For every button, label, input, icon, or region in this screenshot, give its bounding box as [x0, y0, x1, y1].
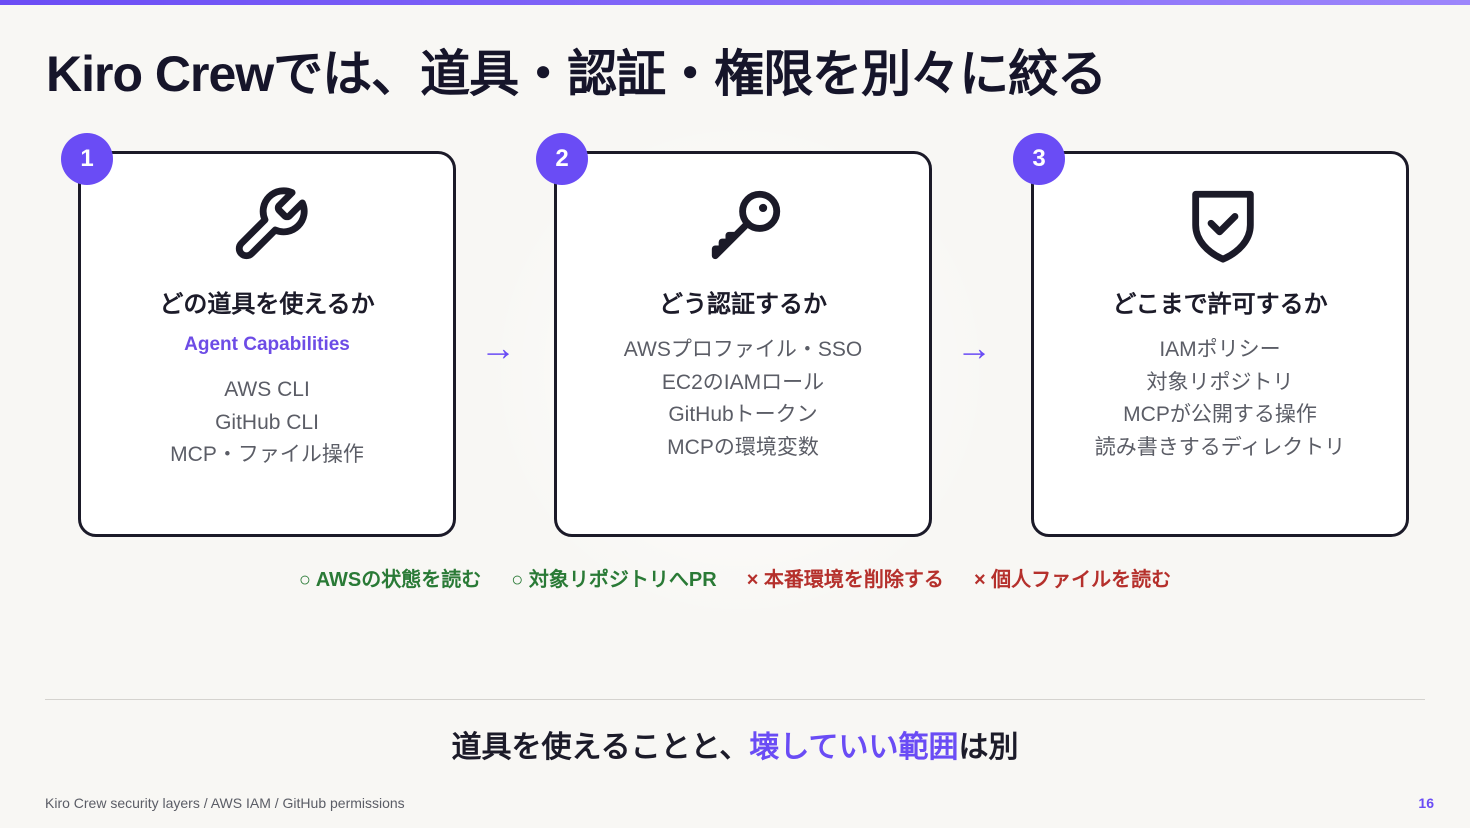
example-denied: × 個人ファイルを読む — [973, 569, 1172, 591]
list-item: MCPの環境変数 — [667, 435, 819, 459]
conclusion-after: は別 — [958, 731, 1019, 764]
card-item-list: AWSプロファイル・SSO EC2のIAMロール GitHubトークン MCPの… — [557, 334, 929, 464]
list-item: GitHub CLI — [215, 410, 319, 434]
list-item: GitHubトークン — [668, 403, 818, 426]
arrow-right-icon: → — [956, 327, 992, 368]
example-allowed: ○ 対象リポジトリへPR — [511, 569, 717, 591]
conclusion-highlight: 壊していい範囲 — [749, 731, 959, 764]
divider — [45, 699, 1425, 700]
card-item-list: AWS CLI GitHub CLI MCP・ファイル操作 — [81, 374, 453, 472]
step-number-badge: 3 — [1013, 133, 1065, 185]
wrench-icon — [235, 187, 308, 260]
footer-source: Kiro Crew security layers / AWS IAM / Gi… — [45, 795, 405, 811]
list-item: 読み書きするディレクトリ — [1094, 435, 1346, 459]
conclusion-text: 道具を使えることと、壊していい範囲は別 — [0, 722, 1470, 766]
card-item-list: IAMポリシー 対象リポジトリ MCPが公開する操作 読み書きするディレクトリ — [1034, 334, 1406, 464]
page-number: 16 — [1418, 795, 1434, 811]
card-auth: どう認証するか AWSプロファイル・SSO EC2のIAMロール GitHubト… — [554, 151, 932, 537]
step-number-badge: 2 — [536, 133, 588, 185]
list-item: AWSプロファイル・SSO — [623, 338, 863, 361]
arrow-right-icon: → — [480, 327, 516, 368]
shield-check-icon — [1192, 190, 1254, 263]
list-item: AWS CLI — [224, 378, 310, 401]
card-tools: どの道具を使えるか Agent Capabilities AWS CLI Git… — [78, 151, 456, 537]
slide-title: Kiro Crewでは、道具・認証・権限を別々に絞る — [46, 46, 1107, 102]
top-accent-bar — [0, 0, 1470, 5]
card-heading: どう認証するか — [659, 291, 827, 318]
list-item: MCPが公開する操作 — [1123, 403, 1317, 426]
conclusion-before: 道具を使えることと、 — [451, 731, 750, 764]
card-heading: どこまで許可するか — [1112, 291, 1328, 318]
list-item: 対象リポジトリ — [1146, 370, 1294, 394]
key-icon — [711, 190, 781, 260]
list-item: EC2のIAMロール — [661, 370, 825, 394]
list-item: MCP・ファイル操作 — [170, 443, 364, 466]
card-heading: どの道具を使えるか — [159, 291, 375, 318]
example-denied: × 本番環境を削除する — [746, 569, 944, 591]
card-permissions: どこまで許可するか IAMポリシー 対象リポジトリ MCPが公開する操作 読み書… — [1031, 151, 1409, 537]
example-allowed: ○ AWSの状態を読む — [298, 569, 482, 591]
list-item: IAMポリシー — [1159, 338, 1281, 361]
examples-row: ○ AWSの状態を読む ○ 対象リポジトリへPR × 本番環境を削除する × 個… — [0, 563, 1470, 592]
card-subtitle: Agent Capabilities — [184, 334, 350, 355]
step-number-badge: 1 — [61, 133, 113, 185]
